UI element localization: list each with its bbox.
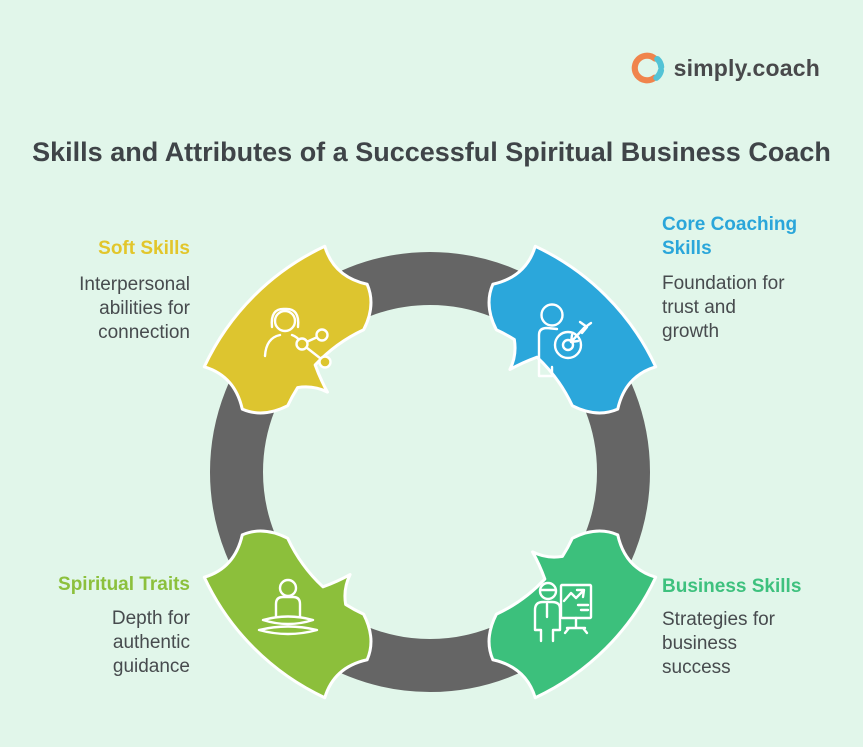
business-skills-description: Strategies for business success [662,609,775,678]
core-coaching-skills-description: Foundation for trust and growth [662,273,785,342]
brand-name: simply.coach [673,54,820,81]
label-core-coaching-skills: Core Coaching Skills Foundation for trus… [662,213,812,344]
business-skills-heading: Business Skills [662,576,802,597]
person-share-icon [263,307,332,369]
gray-ring [210,252,650,692]
meditation-icon [257,578,319,636]
brand-logo: simply.coach [631,50,820,86]
page-title: Skills and Attributes of a Successful Sp… [32,137,831,168]
simply-coach-logo-icon [631,52,664,84]
label-spiritual-traits: Spiritual Traits Depth for authentic gui… [40,573,190,679]
soft-skills-heading: Soft Skills [98,238,190,259]
presenter-chart-icon [533,581,593,643]
person-target-icon [537,303,593,378]
spiritual-traits-description: Depth for authentic guidance [111,608,190,677]
segment-business-skills [487,529,658,700]
segment-core-coaching-skills [487,244,658,415]
core-coaching-skills-heading: Core Coaching Skills [662,214,798,259]
label-soft-skills: Soft Skills Interpersonal abilities for … [40,237,190,345]
label-business-skills: Business Skills Strategies for business … [662,575,812,680]
spiritual-traits-heading: Spiritual Traits [58,574,190,595]
soft-skills-description: Interpersonal abilities for connection [79,274,190,343]
segment-spiritual-traits [202,529,373,700]
